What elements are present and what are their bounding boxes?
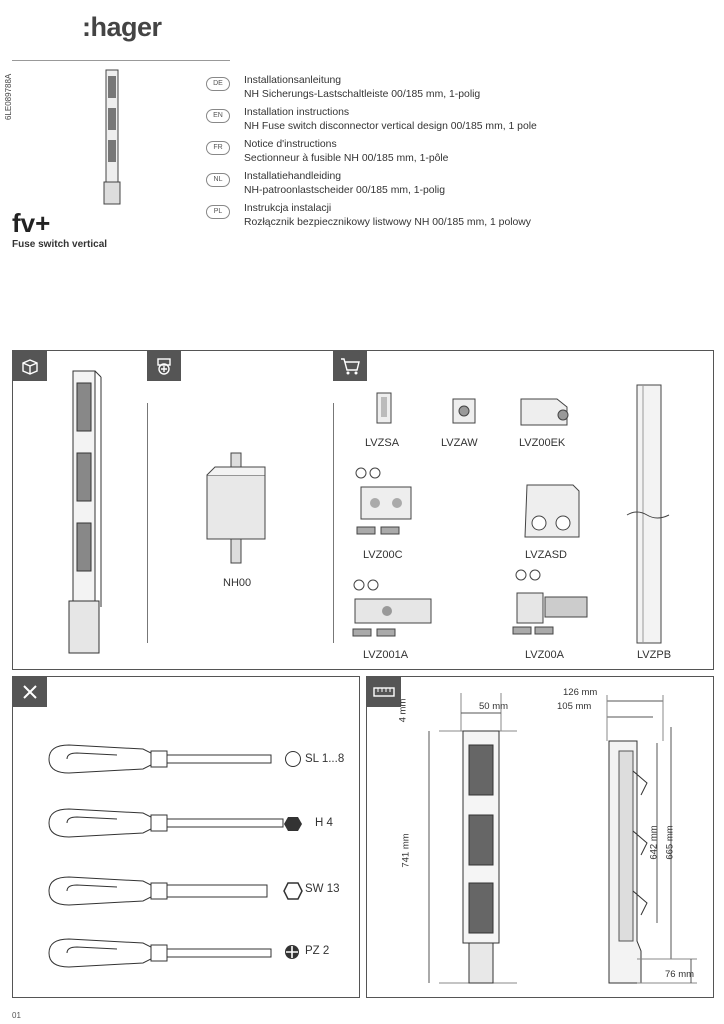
lvzpb-drawing xyxy=(626,384,670,644)
screwdriver-pz xyxy=(48,938,272,968)
hex-icon xyxy=(284,817,302,831)
tools-icon xyxy=(13,677,47,707)
separator xyxy=(147,403,148,643)
lang-subtitle: NH-patroonlastscheider 00/185 mm, 1-poli… xyxy=(244,185,445,196)
dim-bottom: 76 mm xyxy=(665,969,695,980)
lang-title: Installation instructions xyxy=(244,107,350,118)
fuse-label: NH00 xyxy=(223,577,252,589)
lvzaw-drawing xyxy=(452,398,476,424)
lang-subtitle: Sectionneur à fusible NH 00/185 mm, 1-pô… xyxy=(244,153,449,164)
contents-panel: NH00 LVZSA LVZAW LVZ00EK LVZ00C LVZASD L… xyxy=(12,350,714,670)
screwdriver-sw xyxy=(48,876,268,906)
lang-badge: FR xyxy=(206,141,230,155)
ruler-icon xyxy=(367,677,401,707)
screwdriver-sl xyxy=(48,744,272,774)
fuse-switch-drawing xyxy=(68,370,102,654)
accessory-label: LVZ00EK xyxy=(519,437,566,449)
front-view-drawing xyxy=(428,693,517,984)
dim-depth-body: 105 mm xyxy=(557,701,592,712)
lang-subtitle: NH Sicherungs-Lastschaltleiste 00/185 mm… xyxy=(244,89,481,100)
lang-subtitle: NH Fuse switch disconnector vertical des… xyxy=(244,121,537,132)
screwdriver-hex xyxy=(48,808,284,838)
hager-logo: :hager xyxy=(82,12,162,42)
accessory-label: LVZSA xyxy=(365,437,400,449)
lang-title: Instrukcja instalacji xyxy=(244,203,332,214)
lvz00c-drawing xyxy=(355,467,412,535)
accessory-label: LVZASD xyxy=(525,549,567,561)
header-divider xyxy=(12,60,230,61)
socket-icon xyxy=(283,882,303,900)
lvz001a-drawing xyxy=(352,579,432,637)
brand-subtitle: Fuse switch vertical xyxy=(12,239,108,250)
page-number: 01 xyxy=(12,1011,21,1020)
lang-badge: DE xyxy=(206,77,230,91)
nh00-fuse-drawing xyxy=(206,452,266,564)
dim-top-gap: 4 mm xyxy=(397,698,409,723)
lang-badge: PL xyxy=(206,205,230,219)
accessory-label: LVZ00C xyxy=(363,549,403,561)
box-icon xyxy=(13,351,47,381)
tool-label: PZ 2 xyxy=(305,945,330,957)
pozidriv-icon xyxy=(285,945,299,959)
lvz00a-drawing xyxy=(512,569,588,635)
lang-badge: EN xyxy=(206,109,230,123)
lvz00ek-drawing xyxy=(520,398,569,426)
tool-label: SL 1...8 xyxy=(305,753,345,765)
dim-width: 50 mm xyxy=(479,701,509,712)
dim-outer-height: 665 mm xyxy=(664,825,676,860)
accessory-label: LVZ001A xyxy=(363,649,409,661)
tools-panel: SL 1...8 H 4 SW 13 PZ 2 xyxy=(12,676,360,998)
separator xyxy=(333,403,334,643)
tool-label: H 4 xyxy=(315,817,333,829)
fuse-add-icon xyxy=(147,351,181,381)
lang-badge: NL xyxy=(206,173,230,187)
lvzasd-drawing xyxy=(524,484,580,538)
lvzsa-drawing xyxy=(376,392,392,424)
accessory-label: LVZPB xyxy=(637,649,672,661)
lang-subtitle: Rozłącznik bezpiecznikowy listwowy NH 00… xyxy=(244,217,532,228)
lang-title: Installationsanleitung xyxy=(244,75,342,86)
lang-title: Notice d'instructions xyxy=(244,139,337,150)
tool-label: SW 13 xyxy=(305,883,340,895)
dimensions-panel: 4 mm 50 mm 741 mm 126 mm 105 mm 642 mm 6… xyxy=(366,676,714,998)
accessory-label: LVZ00A xyxy=(525,649,564,661)
side-view-drawing xyxy=(606,695,697,984)
dim-depth-total: 126 mm xyxy=(563,687,598,698)
accessory-label: LVZAW xyxy=(441,437,478,449)
doc-number: 6LE089788A xyxy=(4,73,13,120)
product-thumbnail xyxy=(103,69,121,205)
cart-icon xyxy=(333,351,367,381)
slotted-icon xyxy=(285,751,301,767)
brand-logo: fv+ xyxy=(12,208,51,238)
dim-height: 741 mm xyxy=(400,833,412,868)
dim-inner-height: 642 mm xyxy=(648,825,660,860)
lang-title: Installatiehandleiding xyxy=(244,171,342,182)
